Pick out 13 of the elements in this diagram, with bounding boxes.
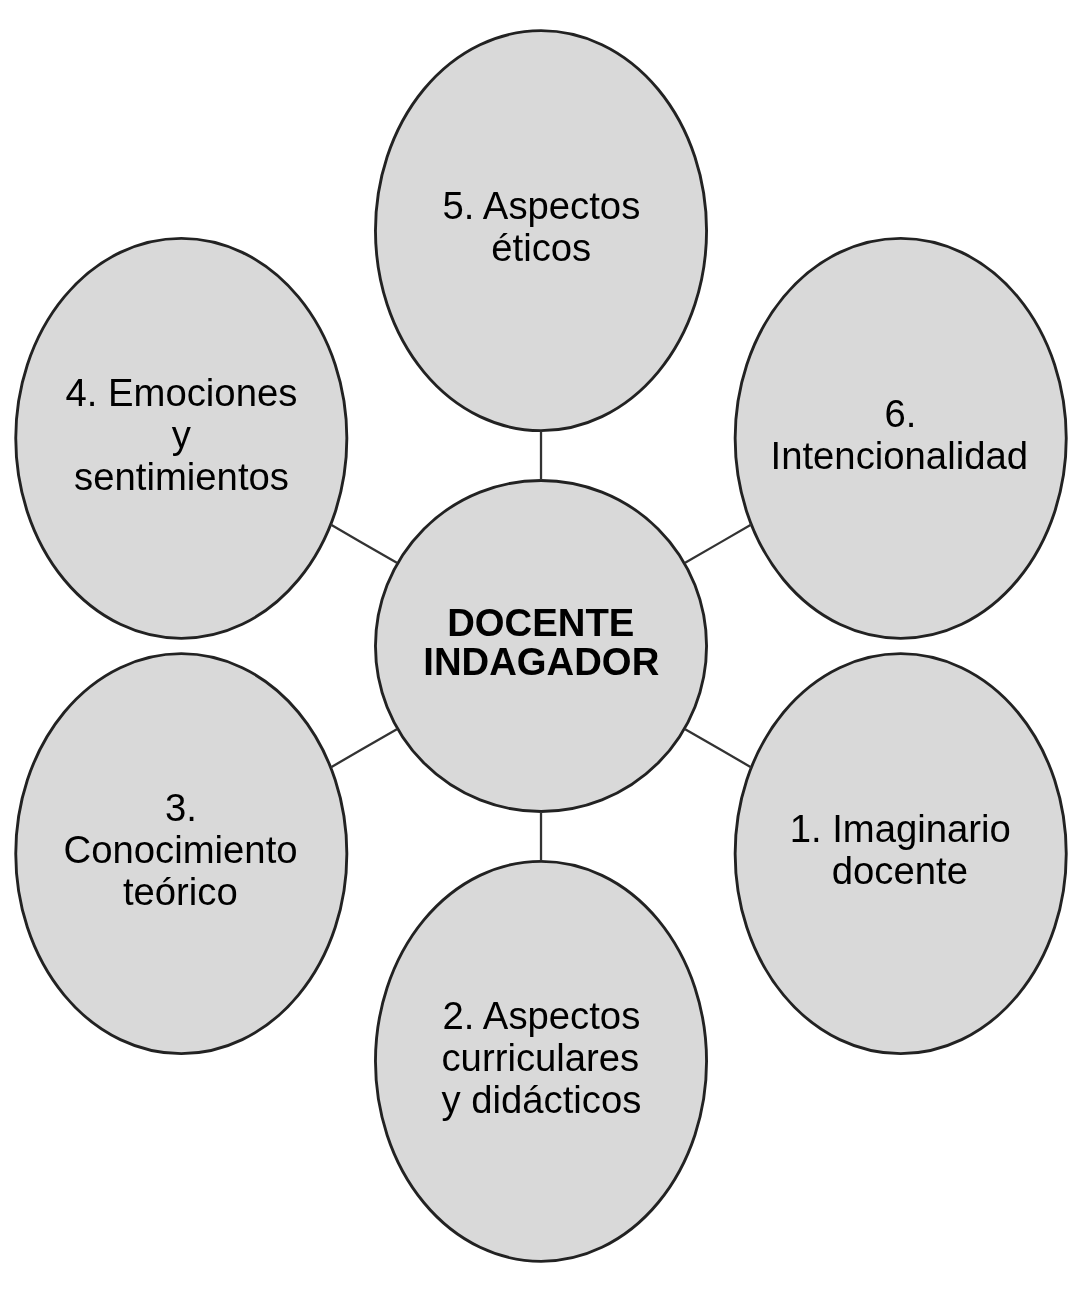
node-ellipse: 5. Aspectos éticos xyxy=(374,29,708,433)
node-circle: DOCENTE INDAGADOR xyxy=(374,479,708,813)
connector xyxy=(684,727,752,769)
node-ellipse: 4. Emociones y sentimientos xyxy=(14,236,349,640)
connector xyxy=(539,811,543,861)
connector xyxy=(330,727,398,769)
node-ellipse: 6. Intencionalidad xyxy=(733,236,1068,640)
connector xyxy=(330,523,398,564)
connector xyxy=(684,523,752,564)
connector xyxy=(539,431,543,481)
node-ellipse: 1. Imaginario docente xyxy=(733,652,1068,1056)
node-ellipse: 2. Aspectos curriculares y didácticos xyxy=(374,859,708,1263)
node-ellipse: 3. Conocimiento teórico xyxy=(14,652,349,1056)
